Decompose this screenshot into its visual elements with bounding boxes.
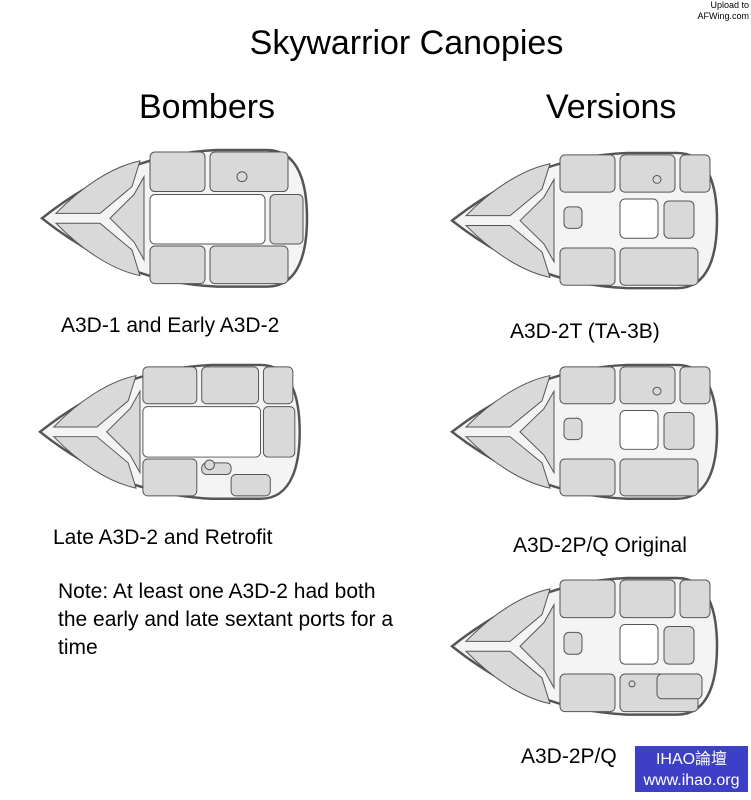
canopy-a3d2pq-original [449, 363, 719, 500]
glass-panel [679, 366, 711, 405]
glass-panel [149, 245, 206, 285]
glass-panel [619, 247, 699, 286]
nose-panel [54, 222, 141, 277]
glass-panel [230, 474, 271, 497]
nose-panel [519, 389, 555, 475]
glass-panel [559, 154, 616, 193]
upload-line2: AFWing.com [697, 11, 749, 21]
canopy-a3d2t [449, 151, 719, 290]
upload-line1: Upload to [710, 0, 749, 10]
glass-panel [663, 411, 695, 450]
nose-panel [464, 224, 551, 279]
glass-panel [559, 579, 616, 619]
nose-panel [464, 588, 551, 642]
glass-panel [142, 458, 198, 497]
nose-panel [519, 177, 555, 264]
note-text: Note: At least one A3D-2 had both the ea… [58, 580, 394, 659]
glass-panel [559, 458, 616, 497]
glass-panel [663, 200, 695, 239]
caption-a3d2pq-revised: A3D-2P/Q [521, 745, 617, 768]
glass-panel [619, 154, 676, 193]
sextant-port [628, 680, 636, 688]
glass-panel [563, 206, 583, 229]
nose-panel [52, 436, 137, 489]
glass-panel [619, 458, 699, 497]
glass-panel [559, 247, 616, 286]
glass-panel [563, 631, 583, 655]
nose-panel [52, 374, 137, 428]
sextant-port [204, 459, 215, 471]
glass-panel [201, 366, 260, 405]
glass-panel [679, 579, 711, 619]
center-opening [142, 406, 261, 458]
glass-panel [142, 366, 198, 405]
sextant-port [236, 171, 248, 183]
page-title: Skywarrior Canopies [249, 24, 564, 62]
watermark-line2: www.ihao.org [643, 772, 740, 789]
nose-panel [54, 160, 141, 214]
watermark-line1: IHAO論壇 [655, 751, 728, 768]
nose-panel [105, 389, 141, 475]
canopy-a3d2pq-revised [449, 576, 719, 716]
heading-versions: Versions [546, 88, 677, 126]
glass-panel [679, 154, 711, 193]
canopy-a3d1-early [39, 148, 309, 288]
glass-panel [663, 625, 695, 665]
nose-panel [464, 163, 551, 217]
nose-panel [464, 374, 551, 428]
glass-panel [619, 579, 676, 619]
center-opening [619, 624, 659, 665]
canopy-late-a3d2 [38, 363, 301, 500]
glass-panel [656, 673, 703, 700]
glass-panel [269, 194, 304, 245]
upload-credit: Upload to AFWing.com [697, 0, 749, 22]
caption-late-a3d2: Late A3D-2 and Retrofit [53, 526, 273, 549]
glass-panel [559, 366, 616, 405]
sextant-port [652, 386, 662, 396]
nose-panel [109, 174, 145, 262]
glass-panel [262, 406, 296, 458]
center-opening [619, 410, 659, 450]
watermark-badge: IHAO論壇 www.ihao.org [635, 746, 748, 792]
heading-bombers: Bombers [139, 88, 276, 126]
caption-a3d1-early: A3D-1 and Early A3D-2 [61, 314, 280, 337]
glass-panel [209, 151, 289, 193]
nose-panel [519, 602, 555, 690]
glass-panel [563, 417, 583, 441]
nose-panel [464, 650, 551, 705]
sextant-port [652, 174, 662, 184]
glass-panel [262, 366, 294, 405]
center-opening [619, 198, 659, 239]
glass-panel [209, 245, 289, 285]
glass-panel [559, 673, 616, 713]
caption-a3d2t: A3D-2T (TA-3B) [510, 320, 660, 343]
caption-a3d2pq-original: A3D-2P/Q Original [513, 534, 687, 557]
glass-panel [149, 151, 206, 193]
nose-panel [464, 436, 551, 489]
center-opening [149, 194, 266, 245]
glass-panel [619, 366, 676, 405]
